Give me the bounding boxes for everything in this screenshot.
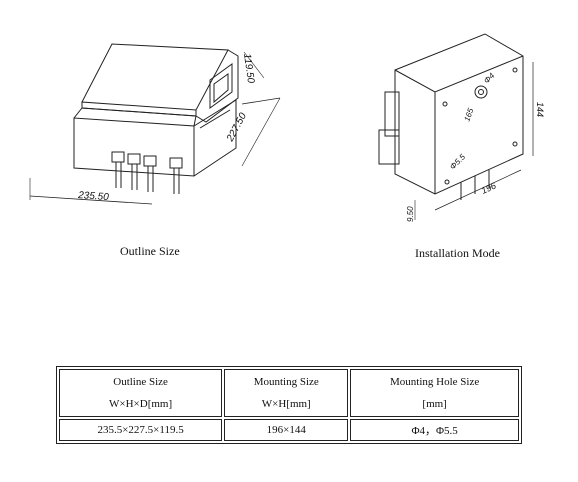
installation-caption: Installation Mode	[415, 246, 500, 260]
spec-table: Outline Size W×H×D[mm] Mounting Size W×H…	[56, 366, 522, 444]
header-title: Mounting Hole Size	[390, 376, 480, 388]
table-header-row: Outline Size W×H×D[mm] Mounting Size W×H…	[59, 369, 519, 417]
install-offset-label: 9.50	[406, 206, 415, 222]
value-hole: Φ4，Φ5.5	[350, 419, 519, 441]
outline-depth-label: 119.50	[241, 53, 256, 85]
value-mounting: 196×144	[224, 419, 349, 441]
installation-drawing: 196 144 9.50 Φ4 Φ5.5 165	[378, 33, 545, 222]
install-165-label: 165	[462, 107, 475, 123]
value-outline: 235.5×227.5×119.5	[59, 419, 223, 441]
install-height-label: 144	[535, 102, 545, 117]
header-title: Outline Size	[113, 376, 168, 388]
header-unit: [mm]	[422, 398, 447, 410]
outline-height-label: 227.50	[224, 111, 249, 144]
header-title: Mounting Size	[253, 376, 319, 388]
table-row: 235.5×227.5×119.5 196×144 Φ4，Φ5.5	[59, 419, 519, 441]
header-unit: W×H[mm]	[261, 398, 311, 410]
header-cell-outline: Outline Size W×H×D[mm]	[59, 369, 223, 417]
outline-width-label: 235.50	[77, 190, 110, 203]
header-unit: W×H×D[mm]	[109, 398, 173, 410]
header-cell-mounting: Mounting Size W×H[mm]	[224, 369, 349, 417]
outline-caption: Outline Size	[120, 244, 180, 258]
outline-drawing: 235.50 119.50 227.50	[29, 43, 281, 205]
install-width-label: 196	[480, 181, 498, 196]
header-cell-hole: Mounting Hole Size [mm]	[350, 369, 519, 417]
